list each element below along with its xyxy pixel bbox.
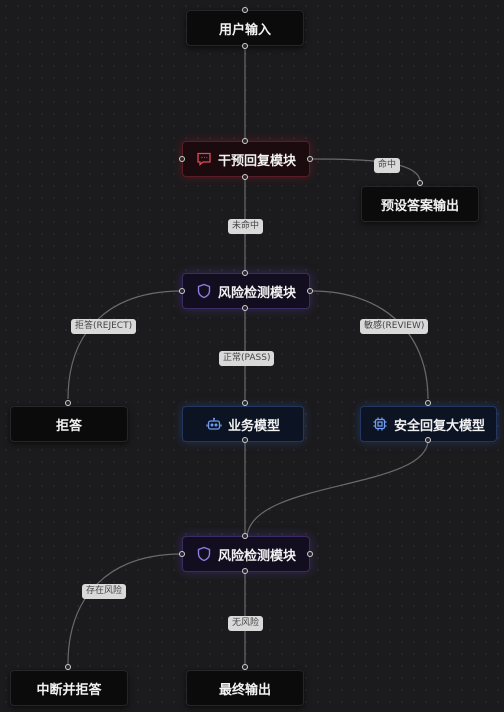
node-safe-model[interactable]: 安全回复大模型: [360, 406, 497, 442]
handle[interactable]: [307, 551, 313, 557]
handle[interactable]: [242, 664, 248, 670]
edge-intervene-to-preset: [311, 158, 421, 182]
handle[interactable]: [242, 437, 248, 443]
node-interrupt-refuse[interactable]: 中断并拒答: [10, 670, 128, 706]
node-refuse[interactable]: 拒答: [10, 406, 128, 442]
robot-icon: [206, 416, 222, 432]
handle[interactable]: [179, 156, 185, 162]
node-interrupt-refuse-label: 中断并拒答: [36, 682, 102, 698]
handle[interactable]: [65, 664, 71, 670]
edge-label-reject: 拒答(REJECT): [71, 319, 137, 334]
edge-risk2-to-interrupt: [67, 553, 183, 665]
edge-label-pass: 正常(PASS): [219, 351, 275, 366]
edge-safe-to-risk2: [246, 439, 429, 538]
edge-label-review: 敏感(REVIEW): [360, 319, 429, 334]
node-user-input-label: 用户输入: [218, 22, 271, 38]
edge-risk1-to-refuse: [67, 290, 183, 400]
node-safe-model-label: 安全回复大模型: [393, 418, 485, 434]
edge-risk1-to-safe: [311, 290, 429, 400]
handle[interactable]: [425, 437, 431, 443]
handle[interactable]: [179, 288, 185, 294]
handle[interactable]: [307, 288, 313, 294]
node-preset-output[interactable]: 预设答案输出: [361, 186, 479, 222]
edge-label-miss: 未命中: [228, 219, 264, 234]
handle[interactable]: [242, 7, 248, 13]
handle[interactable]: [307, 156, 313, 162]
node-intervene-label: 干预回复模块: [217, 153, 296, 169]
node-intervene[interactable]: 干预回复模块: [182, 141, 310, 177]
cpu-chip-icon: [372, 416, 388, 432]
handle[interactable]: [242, 305, 248, 311]
node-preset-output-label: 预设答案输出: [380, 198, 459, 214]
edge-label-hit: 命中: [374, 158, 401, 173]
edge-label-has-risk: 存在风险: [82, 584, 127, 599]
node-final-output[interactable]: 最终输出: [186, 670, 304, 706]
node-user-input[interactable]: 用户输入: [186, 10, 304, 46]
handle[interactable]: [242, 400, 248, 406]
handle[interactable]: [65, 400, 71, 406]
handle[interactable]: [179, 551, 185, 557]
message-alert-icon: [196, 151, 212, 167]
handle[interactable]: [417, 180, 423, 186]
node-final-output-label: 最终输出: [218, 682, 271, 698]
node-risk-check-1[interactable]: 风险检测模块: [182, 273, 310, 309]
handle[interactable]: [242, 568, 248, 574]
handle[interactable]: [242, 43, 248, 49]
node-business-model-label: 业务模型: [227, 418, 280, 434]
handle[interactable]: [425, 400, 431, 406]
node-risk-check-2-label: 风险检测模块: [217, 548, 296, 564]
node-risk-check-2[interactable]: 风险检测模块: [182, 536, 310, 572]
handle[interactable]: [242, 174, 248, 180]
node-refuse-label: 拒答: [55, 418, 82, 434]
handle[interactable]: [242, 270, 248, 276]
shield-icon: [196, 546, 212, 562]
node-risk-check-1-label: 风险检测模块: [217, 285, 296, 301]
handle[interactable]: [242, 533, 248, 539]
handle[interactable]: [242, 138, 248, 144]
shield-icon: [196, 283, 212, 299]
edge-label-no-risk: 无风险: [228, 616, 264, 631]
